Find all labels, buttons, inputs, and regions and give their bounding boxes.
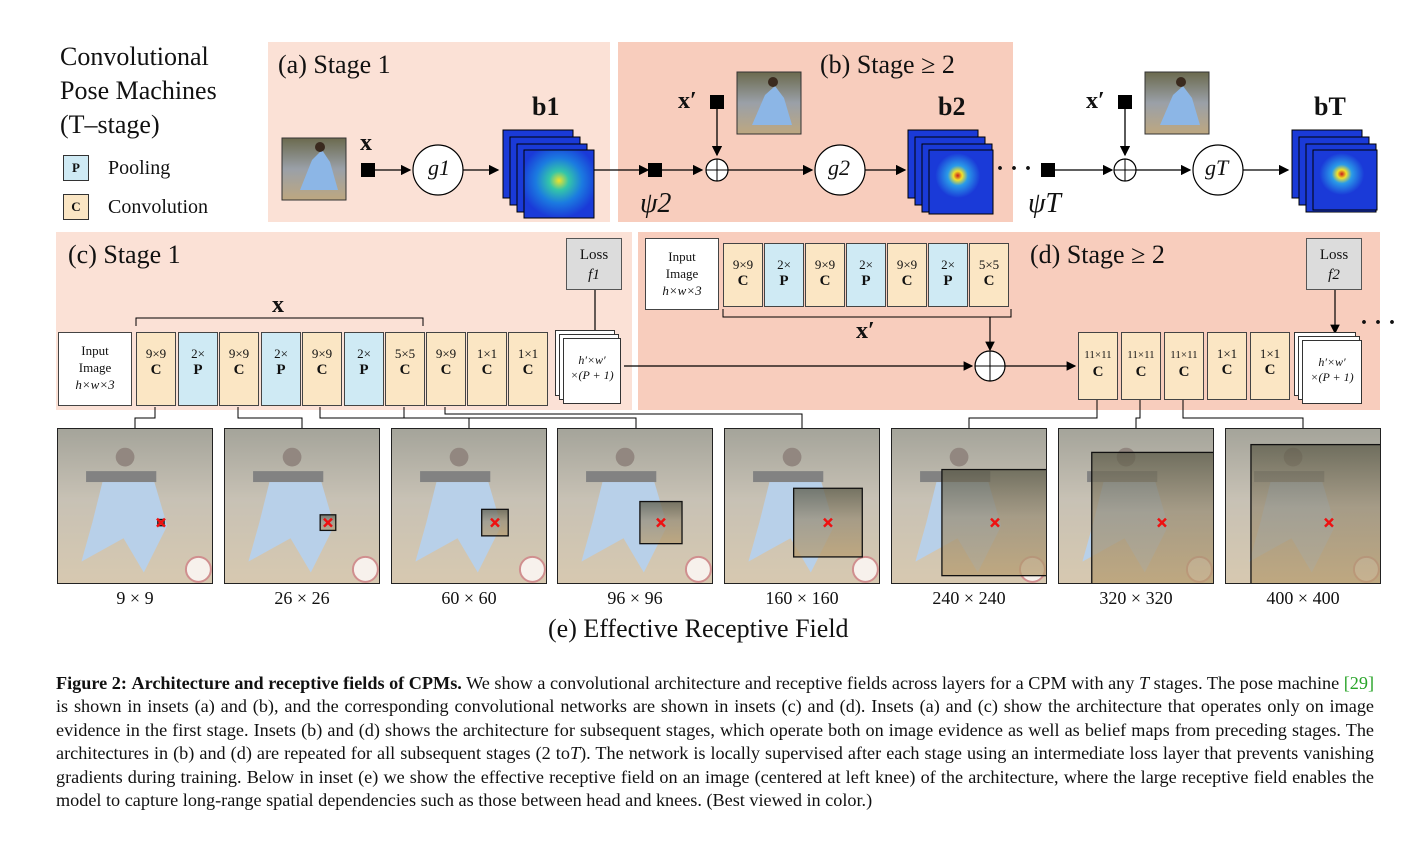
ellipsis-right: · · ·: [1360, 310, 1397, 336]
caption-text-2: stages. The pose machine: [1153, 673, 1340, 693]
caption-T-1: T: [1138, 673, 1150, 693]
receptive-field-label: 400 × 400: [1266, 588, 1340, 608]
pose-machine-diagram: [281, 71, 1378, 219]
caption-T-2: T: [569, 743, 581, 764]
g1-symbol: g1: [428, 155, 450, 180]
stage2-input-photo: [736, 71, 802, 135]
receptive-field-label: 96 × 96: [607, 588, 663, 608]
b2-belief-stack: [907, 129, 994, 215]
citation-link[interactable]: [29]: [1343, 673, 1375, 693]
panel-c-label: (c) Stage 1: [68, 240, 181, 269]
convnet-diagram-lines: [134, 289, 1340, 428]
ellipsis-top: · · ·: [996, 156, 1033, 182]
x-prime-symbol-b: x′: [678, 88, 697, 114]
legend-pool-label: Pooling: [108, 157, 171, 179]
legend-conv-key: C: [63, 194, 89, 220]
receptive-field-thumbnail: [724, 428, 880, 584]
stage1-pool-block: 2×P: [344, 332, 384, 406]
sum-node-d: [974, 350, 1006, 382]
legend-pool-key: P: [63, 155, 89, 181]
bT-symbol: bT: [1314, 92, 1346, 121]
receptive-field-thumbnail: [557, 428, 713, 584]
caption-text-3: is shown in insets (a) and (b), and the …: [56, 696, 1374, 764]
x-prime-node-b: [710, 95, 724, 109]
legend-title: Convolutional Pose Machines (T–stage): [60, 42, 217, 139]
panel-d-label: (d) Stage ≥ 2: [1030, 240, 1165, 269]
receptive-field-label: 9 × 9: [116, 588, 154, 608]
caption-text-4: ). The network is locally supervised aft…: [56, 743, 1374, 811]
caption-label: Figure 2:: [56, 673, 127, 693]
b1-belief-stack: [502, 129, 595, 219]
panel-b-label: (b) Stage ≥ 2: [820, 50, 955, 79]
stage1-input-image-block: Input Image h×w×3: [58, 332, 132, 406]
receptive-field-thumbnail: [391, 428, 547, 584]
x-prime-symbol-T: x′: [1086, 88, 1105, 114]
x-symbol-c: x: [272, 292, 284, 318]
stage1-pool-block: 2×P: [178, 332, 218, 406]
loss-f2-box: Loss f2: [1306, 238, 1362, 290]
receptive-field-thumbnail: [1058, 428, 1214, 584]
legend-conv-label: Convolution: [108, 196, 209, 218]
stage2-pool-block: 2×P: [928, 243, 968, 307]
psi2-symbol: ψ2: [640, 188, 672, 219]
psiT-symbol: ψT: [1028, 188, 1061, 219]
stage2-pool-block: 2×P: [846, 243, 886, 307]
gT-symbol: gT: [1205, 155, 1229, 180]
receptive-field-label: 160 × 160: [765, 588, 839, 608]
receptive-field-label: 26 × 26: [274, 588, 330, 608]
panel-e-label: (e) Effective Receptive Field: [548, 614, 849, 643]
caption-text-1: We show a convolutional architecture and…: [466, 673, 1135, 693]
figure-caption: Figure 2: Architecture and receptive fie…: [56, 672, 1374, 812]
stage2-pool-block: 2×P: [764, 243, 804, 307]
panel-a-label: (a) Stage 1: [278, 50, 391, 79]
stage1-belief-stack: h′×w′ ×(P + 1): [555, 330, 627, 406]
b2-symbol: b2: [938, 92, 966, 121]
psi2-node: [648, 163, 662, 177]
receptive-field-label: 240 × 240: [932, 588, 1006, 608]
x-node-a: [361, 163, 375, 177]
loss-f1-box: Loss f1: [566, 238, 622, 290]
x-symbol-a: x: [360, 130, 372, 156]
x-prime-node-T: [1118, 95, 1132, 109]
receptive-field-thumbnail: [57, 428, 213, 584]
receptive-field-thumbnail: [891, 428, 1047, 584]
psiT-node: [1041, 163, 1055, 177]
stageT-input-photo: [1144, 71, 1210, 135]
receptive-field-label: 320 × 320: [1099, 588, 1173, 608]
caption-title: Architecture and receptive fields of CPM…: [131, 673, 462, 693]
receptive-field-thumbnail: [1225, 428, 1381, 584]
b1-symbol: b1: [532, 92, 560, 121]
stage2-input-image-block: Input Image h×w×3: [645, 238, 719, 310]
g2-symbol: g2: [828, 155, 850, 180]
bT-belief-stack: [1291, 129, 1378, 213]
stage1-pool-block: 2×P: [261, 332, 301, 406]
stage2-belief-stack: h′×w′ ×(P + 1): [1294, 332, 1366, 406]
receptive-field-label: 60 × 60: [441, 588, 497, 608]
stage1-input-photo: [281, 137, 347, 201]
x-prime-symbol-d: x′: [856, 318, 875, 344]
receptive-field-thumbnail: [224, 428, 380, 584]
